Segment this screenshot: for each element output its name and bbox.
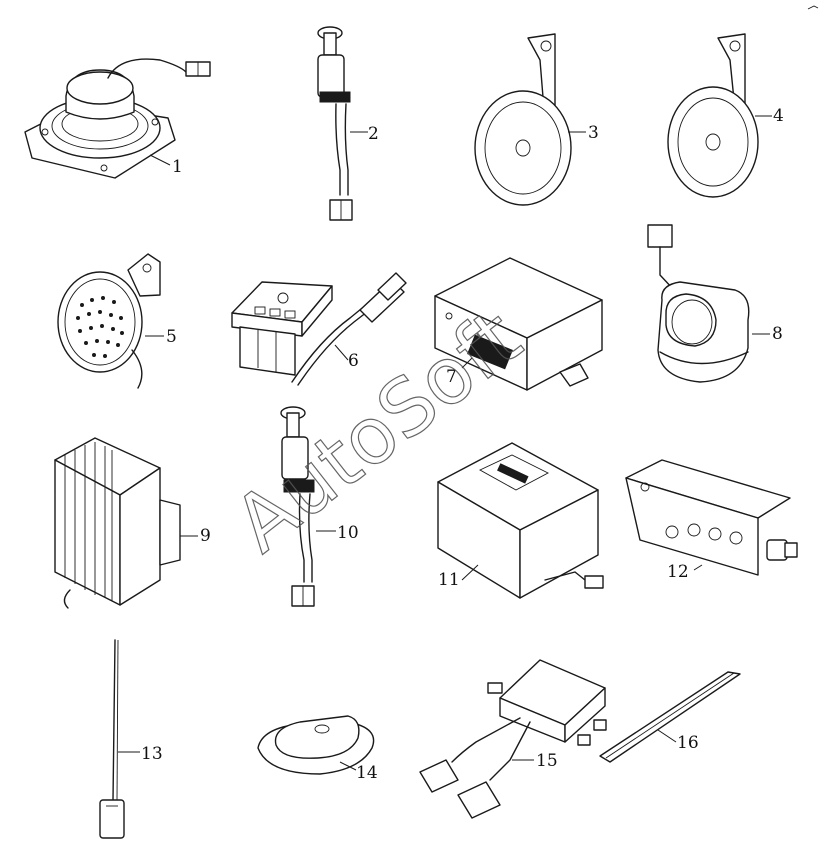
callout-2: 2 bbox=[368, 124, 379, 144]
callout-16: 16 bbox=[677, 733, 699, 753]
callout-13: 13 bbox=[141, 744, 163, 764]
corner-mark bbox=[807, 5, 819, 10]
part-5-buzzer bbox=[57, 253, 164, 389]
callout-6: 6 bbox=[348, 351, 359, 371]
part-6-switch-panel bbox=[231, 272, 407, 386]
callout-10: 10 bbox=[337, 523, 359, 543]
part-9-heatsink bbox=[54, 437, 198, 609]
callout-7: 7 bbox=[446, 367, 457, 387]
callout-1: 1 bbox=[172, 157, 183, 177]
callout-8: 8 bbox=[772, 324, 783, 344]
callout-5: 5 bbox=[166, 327, 177, 347]
part-2-switch bbox=[317, 26, 368, 221]
part-10-switch bbox=[280, 406, 336, 607]
callout-3: 3 bbox=[588, 123, 599, 143]
callout-12: 12 bbox=[667, 562, 689, 582]
part-7-control-box bbox=[434, 257, 603, 391]
part-11-box-module bbox=[437, 442, 604, 599]
part-14-grommet bbox=[257, 715, 375, 775]
callout-11: 11 bbox=[438, 570, 460, 590]
callout-4: 4 bbox=[773, 106, 784, 126]
part-15-controller bbox=[419, 659, 607, 819]
part-3-horn bbox=[474, 33, 586, 206]
part-4-horn bbox=[667, 33, 772, 198]
part-12-bracket bbox=[625, 459, 798, 576]
part-13-antenna bbox=[99, 639, 140, 839]
callout-15: 15 bbox=[536, 751, 558, 771]
callout-9: 9 bbox=[200, 526, 211, 546]
callout-14: 14 bbox=[356, 763, 378, 783]
part-16-rod bbox=[599, 671, 741, 763]
part-1-speaker bbox=[24, 58, 211, 179]
part-8-horn bbox=[647, 224, 770, 383]
